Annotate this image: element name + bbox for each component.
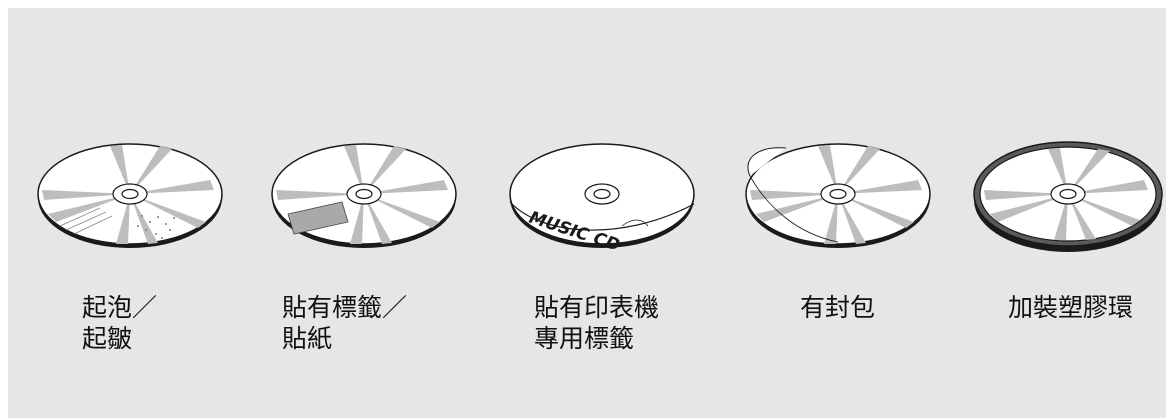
seal-film-flap <box>747 147 787 177</box>
top-strip <box>0 0 1166 8</box>
disc-hole <box>121 188 139 200</box>
caption-ring: 加裝塑膠環 <box>1008 292 1133 323</box>
caption-bubbles-line2: 起皺 <box>82 324 133 353</box>
caption-ring-line1: 加裝塑膠環 <box>1008 293 1134 322</box>
caption-sticker: 貼有標籤／ 貼紙 <box>282 292 407 354</box>
caption-sealed: 有封包 <box>800 292 875 323</box>
bubble-dots <box>137 215 175 239</box>
disc-ring-illustration <box>968 118 1166 258</box>
caption-sticker-line1: 貼有標籤／ <box>282 293 408 322</box>
caption-sealed-line1: 有封包 <box>800 293 876 322</box>
sticker-shape <box>287 201 349 235</box>
label-edge-curve <box>509 201 695 231</box>
disc-light-rays <box>750 145 922 244</box>
disc-light-rays <box>42 145 214 244</box>
disc-light-rays <box>984 148 1148 240</box>
caption-bubbles-line1: 起泡／ <box>82 293 158 322</box>
caption-printed-label: 貼有印表機 專用標籤 <box>534 292 659 354</box>
disc-sticker-illustration <box>264 118 464 258</box>
disc-light-rays <box>276 145 448 244</box>
disc-printed-label-illustration: MUSIC CD <box>502 118 702 258</box>
caption-printed-label-line1: 貼有印表機 <box>534 293 660 322</box>
caption-bubbles: 起泡／ 起皺 <box>82 292 157 354</box>
disc-sealed-illustration <box>738 118 938 258</box>
caption-sticker-line2: 貼紙 <box>282 324 333 353</box>
disc-bubbles-illustration <box>30 118 230 258</box>
wrinkle-lines <box>59 207 113 235</box>
caption-printed-label-line2: 專用標籤 <box>534 324 635 353</box>
seal-film-edge <box>749 175 839 243</box>
cd-types-panel: MUSIC CD <box>8 8 1166 418</box>
